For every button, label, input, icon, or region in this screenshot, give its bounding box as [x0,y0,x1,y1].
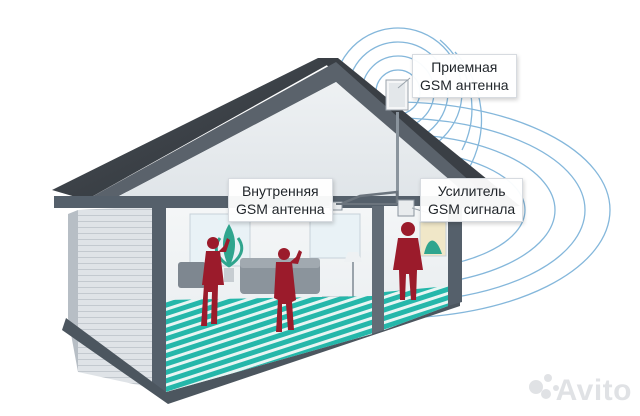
house-roof [52,58,520,210]
potted-plant [214,224,244,282]
avito-watermark: Avito [556,374,632,408]
person-on-phone-left [201,237,230,326]
living-room [166,208,372,392]
attic-interior [100,82,480,206]
internal-antenna-label-line2: GSM антенна [236,201,325,217]
avito-dots-icon [529,374,559,399]
gsm-equipment [329,190,415,217]
internal-antenna-label-line1: Внутренняя [241,183,319,199]
avito-watermark-text: Avito [555,374,632,407]
internal-antenna-label: Внутренняя GSM антенна [228,178,333,222]
receiving-antenna-label-line1: Приемная [431,59,498,75]
receiving-antenna-label-line2: GSM антенна [420,77,509,93]
person-standing-right [393,222,423,300]
amplifier-label-line1: Усилитель [437,183,506,199]
amplifier-label-line2: GSM сигнала [428,201,516,217]
amplifier-box [397,199,415,217]
amplifier-label: Усилитель GSM сигнала [420,178,524,222]
person-on-phone-middle [274,248,302,332]
receiving-antenna-label: Приемная GSM антенна [412,54,517,98]
receiving-antenna [385,79,409,204]
